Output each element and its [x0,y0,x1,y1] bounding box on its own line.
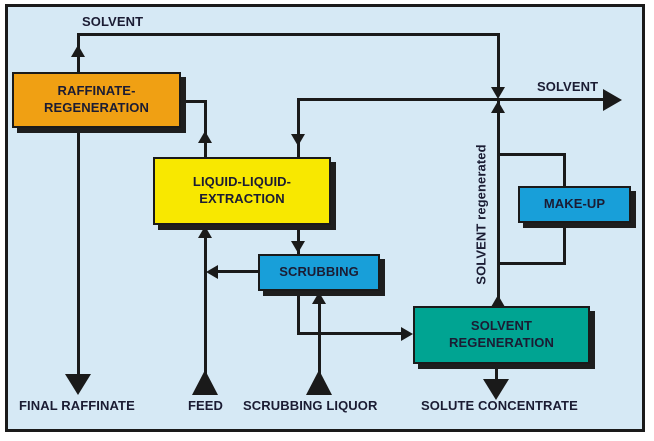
feed-inlet-icon [192,370,218,395]
line-solute-concentrate [495,362,498,384]
arrow-up-to-raffinate-regeneration-icon [198,131,212,143]
solute-concentrate-outlet-icon [483,379,509,400]
arrow-up-at-solvent-junction-icon [491,101,505,113]
solvent-regenerated-label: SOLVENT regenerated [473,144,489,285]
solvent-right-label: SOLVENT [537,79,599,94]
solvent-top-label: SOLVENT [82,14,144,29]
solvent-outlet-icon [603,89,622,111]
arrow-up-to-solvent-top-icon [71,45,85,57]
arrow-down-into-extraction-icon [291,134,305,146]
line-extract-to-scrubbing [297,224,300,256]
raffinate-regeneration-box: RAFFINATE- REGENERATION [12,72,181,128]
arrow-up-from-solvent-regeneration-icon [491,295,505,307]
line-solvent-regenerated-main [497,101,500,308]
final-raffinate-outlet-icon [65,374,91,395]
arrow-down-at-solvent-junction-icon [491,87,505,99]
liquid-liquid-extraction-box: LIQUID-LIQUID- EXTRACTION [153,157,331,225]
solvent-regeneration-box: SOLVENT REGENERATION [413,306,590,364]
final-raffinate-label: FINAL RAFFINATE [19,398,135,413]
line-solvent-into-extraction [297,98,300,160]
line-scrubbing-to-regeneration [297,332,404,335]
line-solvent-product [297,98,604,101]
feed-label: FEED [187,398,224,413]
line-scrubbing-out-v [297,290,300,335]
arrow-down-into-scrubbing-icon [291,241,305,253]
scrubbing-box: SCRUBBING [258,254,380,291]
line-makeup-loop-top [497,153,566,156]
line-makeup-loop-bottom [497,262,566,265]
arrow-up-feed-into-extraction-icon [198,226,212,238]
line-extraction-to-raffregen-v [204,100,207,160]
line-final-raffinate [77,126,80,376]
scrubbing-liquor-inlet-icon [306,370,332,395]
line-solvent-recycle-down [497,33,500,90]
make-up-box: MAKE-UP [518,186,631,223]
line-scrubbing-return [215,270,258,273]
scrubbing-liquor-label: SCRUBBING LIQUOR [243,398,378,413]
solute-concentrate-label: SOLUTE CONCENTRATE [421,398,578,413]
arrow-left-scrubbing-return-icon [206,265,218,279]
line-extraction-to-raffregen-h [182,100,207,103]
line-scrubbing-liquor [318,292,321,374]
line-solvent-top [77,33,500,36]
arrow-up-liquor-into-scrubbing-icon [312,292,326,304]
arrow-right-into-regeneration-icon [401,327,413,341]
line-feed [204,226,207,374]
